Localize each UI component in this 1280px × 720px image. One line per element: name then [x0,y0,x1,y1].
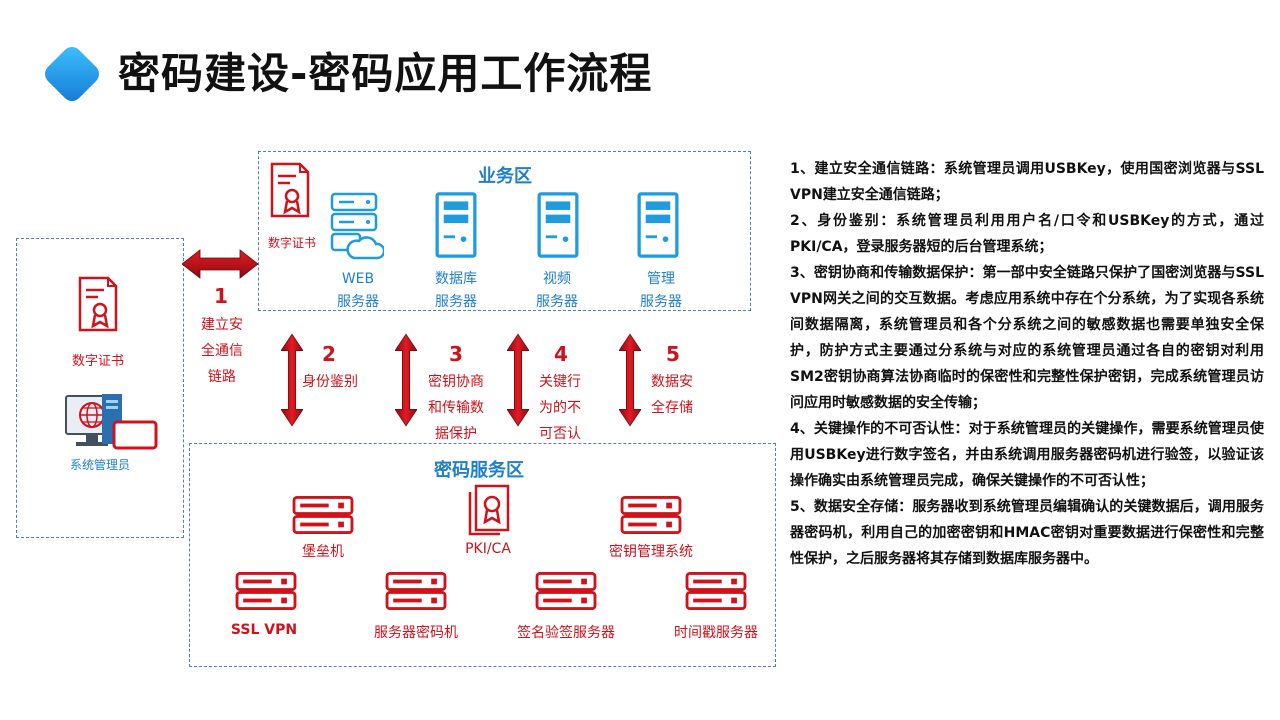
step-1-number: 1 [214,284,228,308]
video-server-icon [536,192,580,258]
step-1-line1: 建立安 [201,317,243,333]
web-server-icon [330,192,384,264]
description-item-1: 1、建立安全通信链路：系统管理员调用USBKey，使用国密浏览器与SSL VPN… [790,161,1264,203]
management-server-icon [636,192,680,258]
step-4-text: 关键行 为的不 可否认 [530,369,590,447]
step-1-line2: 全通信 [201,343,243,359]
admin-label: 系统管理员 [69,458,130,472]
step-4-arrow [507,330,529,430]
step-3-line1: 密钥协商 [428,374,484,390]
web-server-label: WEB 服务器 [313,268,403,314]
step-1-line3: 链路 [208,369,236,385]
step-4-line2: 为的不 [539,400,581,416]
step-5-line2: 全存储 [651,400,693,416]
database-server-line1: 数据库 [435,271,477,287]
step-3-line2: 和传输数 [428,400,484,416]
web-server-line2: 服务器 [337,294,379,310]
business-cert-icon [270,162,310,218]
bastion-host-label: 堡垒机 [302,544,344,560]
database-server-line2: 服务器 [435,294,477,310]
business-cert-label: 数字证书 [267,236,316,250]
database-server-label: 数据库 服务器 [411,268,501,314]
business-zone-title: 业务区 [478,166,532,187]
step-3-number: 3 [449,342,463,366]
step-3-line3: 据保护 [435,426,477,442]
server-cipher-machine-icon [385,572,447,610]
step-2-line1: 身份鉴别 [302,374,358,390]
video-server-line1: 视频 [543,271,571,287]
pki-ca-icon [466,484,512,538]
step-5-line1: 数据安 [651,374,693,390]
server-cipher-machine-label: 服务器密码机 [374,625,458,641]
management-server-line1: 管理 [647,271,675,287]
video-server-label: 视频 服务器 [512,268,602,314]
ssl-vpn-icon [235,572,297,610]
description-item-3: 3、密钥协商和传输数据保护：第一部中安全链路只保护了国密浏览器与SSL VPN网… [790,265,1264,411]
key-management-icon [620,496,682,534]
signature-server-label: 签名验签服务器 [517,625,615,641]
management-server-label: 管理 服务器 [616,268,706,314]
title-diamond-icon [36,38,108,110]
crypto-zone [189,443,776,667]
certificate-icon [78,276,118,332]
step-4-line1: 关键行 [539,374,581,390]
business-zone [258,151,751,311]
step-3-arrow [395,330,417,430]
ssl-vpn-label: SSL VPN [230,622,298,638]
admin-panel [16,238,184,538]
pki-ca-label: PKI/CA [465,541,511,557]
web-server-line1: WEB [341,271,375,287]
crypto-zone-title: 密码服务区 [434,460,524,481]
description-item-5: 5、数据安全存储：服务器收到系统管理员编辑确认的关键数据后，调用服务器密码机，利… [790,499,1264,567]
step-2-text: 身份鉴别 [294,369,366,395]
description-item-2: 2、身份鉴别：系统管理员利用用户名/口令和USBKey的方式，通过PKI/CA，… [790,213,1264,255]
management-server-line2: 服务器 [640,294,682,310]
description-item-4: 4、关键操作的不可否认性：对于系统管理员的关键操作，需要系统管理员使用USBKe… [790,421,1264,489]
admin-cert-label: 数字证书 [71,354,124,369]
bastion-host-icon [292,496,354,534]
step-5-number: 5 [666,342,680,366]
step-5-arrow [619,330,641,430]
timestamp-server-label: 时间戳服务器 [674,625,758,641]
timestamp-server-icon [685,572,747,610]
step-1-text: 建立安 全通信 链路 [190,312,254,390]
secure-channel-arrow [182,248,258,280]
step-4-line3: 可否认 [539,426,581,442]
key-management-label: 密钥管理系统 [609,544,693,560]
admin-computer-icon [64,392,160,452]
signature-server-icon [535,572,597,610]
workflow-description: 1、建立安全通信链路：系统管理员调用USBKey，使用国密浏览器与SSL VPN… [790,156,1264,572]
step-2-number: 2 [322,342,336,366]
database-server-icon [434,192,478,258]
video-server-line2: 服务器 [536,294,578,310]
page-title: 密码建设-密码应用工作流程 [118,49,653,98]
step-4-number: 4 [554,342,568,366]
step-5-text: 数据安 全存储 [642,369,702,421]
step-3-text: 密钥协商 和传输数 据保护 [418,369,494,447]
